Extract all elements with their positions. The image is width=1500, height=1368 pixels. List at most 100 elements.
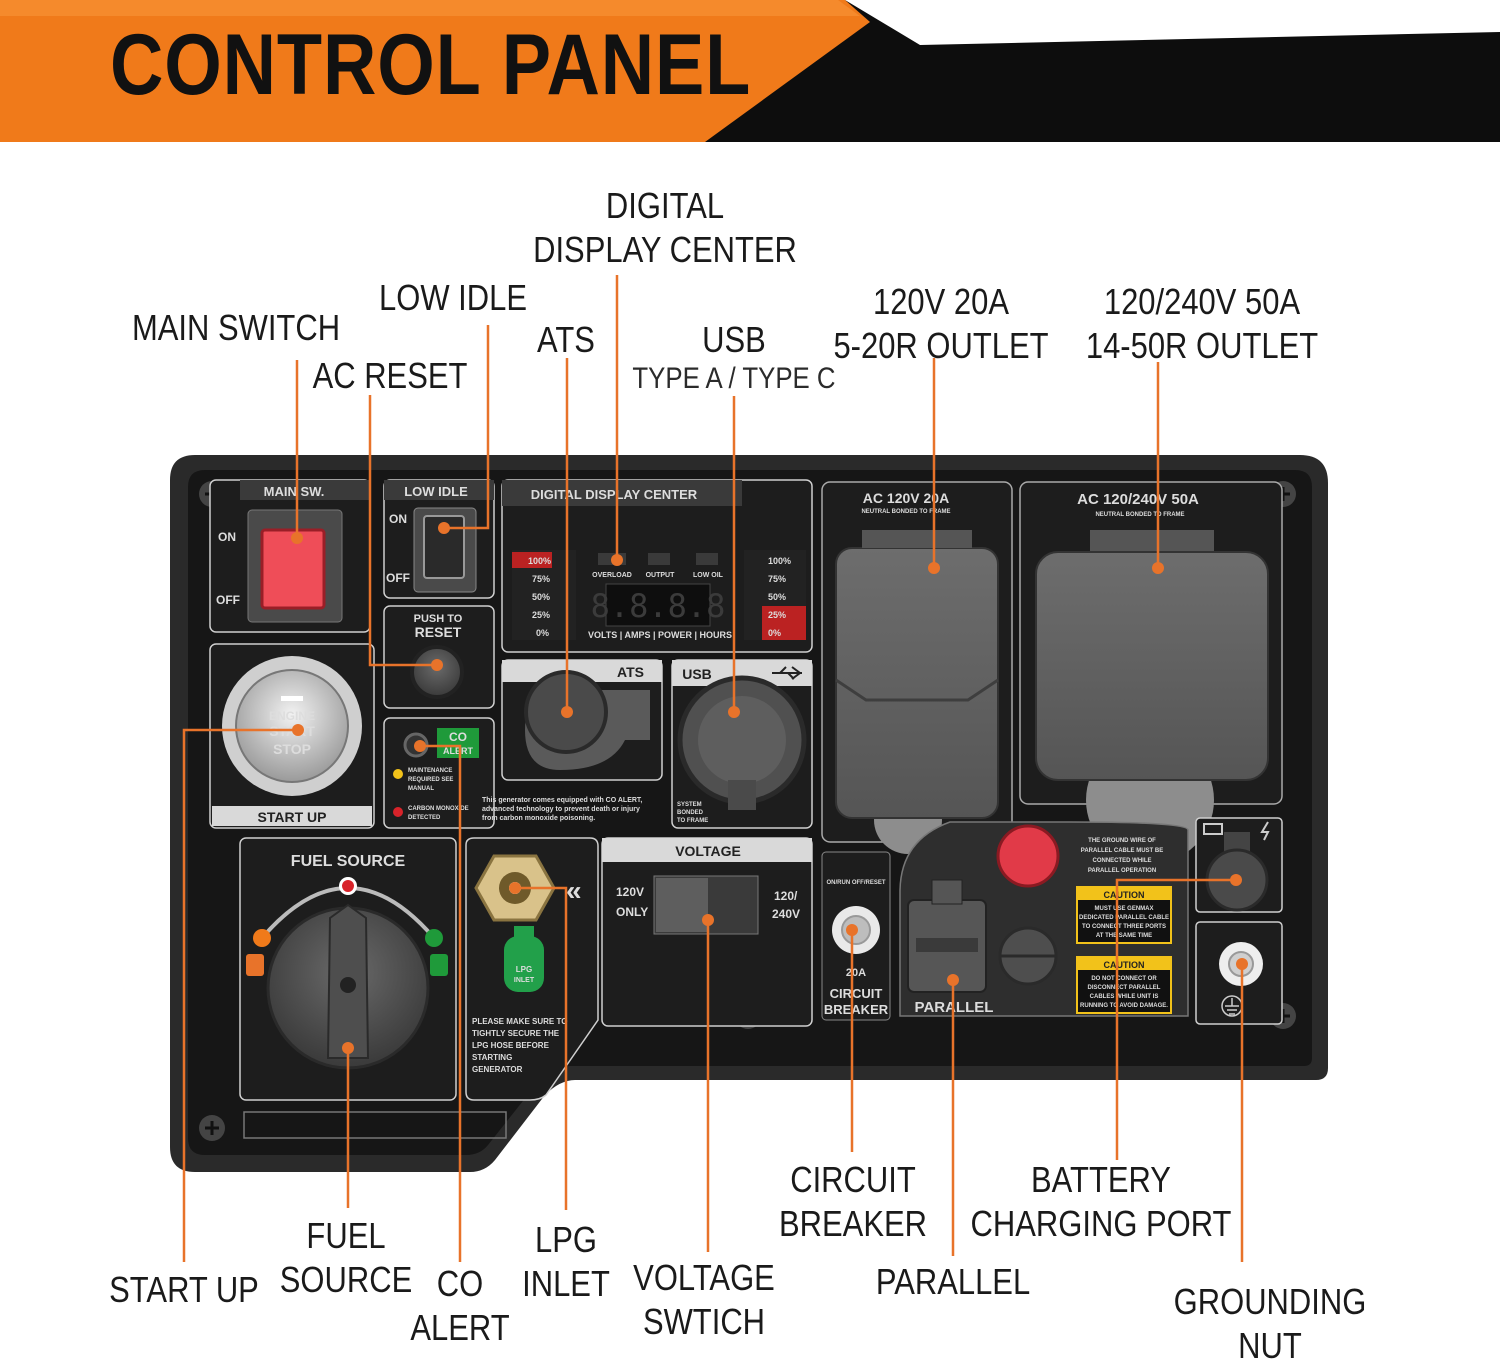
svg-text:MANUAL: MANUAL xyxy=(408,786,434,792)
callout-main-switch: MAIN SWITCH xyxy=(131,307,341,348)
voltage-label: VOLTAGE xyxy=(675,843,741,859)
callout-grounding-nut: GROUNDING NUT xyxy=(1173,1281,1367,1366)
fuel-source-label: FUEL SOURCE xyxy=(291,853,406,870)
digital-readout: 8.8.8.8 xyxy=(591,587,726,625)
callout-start-up: START UP xyxy=(109,1269,259,1310)
voltage-switch[interactable] xyxy=(656,878,708,932)
svg-text:NEUTRAL BONDED TO FRAME: NEUTRAL BONDED TO FRAME xyxy=(1095,512,1184,518)
svg-text:THE GROUND WIRE OF: THE GROUND WIRE OF xyxy=(1088,838,1156,844)
ac240-label: AC 120/240V 50A xyxy=(1077,491,1199,508)
engine-start-stop-button[interactable] xyxy=(235,669,349,783)
callout-ats: ATS xyxy=(537,319,595,360)
low-oil-indicator: LOW OIL xyxy=(693,572,724,579)
ac-reset-button[interactable] xyxy=(410,645,464,699)
caution-label-1: CAUTION xyxy=(1104,890,1145,900)
svg-text:MUST USE GENMAX: MUST USE GENMAX xyxy=(1094,906,1153,912)
callout-outlet-240v: 120/240V 50A 14-50R OUTLET xyxy=(1085,281,1319,366)
svg-text:NEUTRAL BONDED TO FRAME: NEUTRAL BONDED TO FRAME xyxy=(861,509,950,515)
svg-text:PLEASE MAKE SURE TO: PLEASE MAKE SURE TO xyxy=(472,1017,567,1026)
svg-text:ONLY: ONLY xyxy=(616,905,648,919)
svg-text:CARBON MONOXIDE: CARBON MONOXIDE xyxy=(408,806,469,812)
low-idle-label: LOW IDLE xyxy=(404,484,468,499)
start-up-label: START UP xyxy=(258,809,327,825)
svg-text:REQUIRED SEE: REQUIRED SEE xyxy=(408,777,453,783)
display-modes: VOLTS | AMPS | POWER | HOURS xyxy=(588,630,732,640)
callout-battery-charging-port: BATTERY CHARGING PORT xyxy=(970,1159,1232,1244)
usb-icon xyxy=(772,666,802,680)
svg-text:BREAKER: BREAKER xyxy=(824,1002,889,1017)
svg-text:TO FRAME: TO FRAME xyxy=(677,818,708,824)
svg-text:PARALLEL OPERATION: PARALLEL OPERATION xyxy=(1088,868,1156,874)
svg-text:SYSTEM: SYSTEM xyxy=(677,802,702,808)
svg-text:0%: 0% xyxy=(536,628,549,638)
svg-text:TO CONNECT THREE PORTS: TO CONNECT THREE PORTS xyxy=(1082,924,1166,930)
header-banner xyxy=(0,0,1500,142)
svg-text:ON/RUN OFF/RESET: ON/RUN OFF/RESET xyxy=(826,880,885,886)
stop-label: STOP xyxy=(273,741,311,757)
co-notice: This generator comes equipped with CO AL… xyxy=(482,797,642,804)
svg-text:DO NOT CONNECT OR: DO NOT CONNECT OR xyxy=(1091,976,1157,982)
alert-label: ALERT xyxy=(443,746,473,756)
svg-text:25%: 25% xyxy=(532,610,550,620)
outlet-120v-cover[interactable] xyxy=(835,547,999,819)
svg-text:75%: 75% xyxy=(532,574,550,584)
svg-text:DEDICATED PARALLEL CABLE: DEDICATED PARALLEL CABLE xyxy=(1079,915,1169,921)
usb-label: USB xyxy=(682,666,712,682)
callout-low-idle: LOW IDLE xyxy=(379,277,527,318)
svg-text:AT THE SAME TIME: AT THE SAME TIME xyxy=(1096,933,1152,939)
ac120-label: AC 120V 20A xyxy=(863,490,949,506)
engine-label: ENGINE xyxy=(269,709,315,723)
output-indicator: OUTPUT xyxy=(646,572,676,579)
callout-usb: USB TYPE A / TYPE C xyxy=(632,319,836,395)
on-label: ON xyxy=(218,530,236,544)
svg-text:120/: 120/ xyxy=(774,889,798,903)
svg-text:25%: 25% xyxy=(768,610,786,620)
push-to-label: PUSH TO xyxy=(414,613,463,625)
svg-text:0%: 0% xyxy=(768,628,781,638)
svg-text:LPG HOSE BEFORE: LPG HOSE BEFORE xyxy=(472,1041,550,1050)
main-sw-label: MAIN SW. xyxy=(264,484,325,499)
svg-text:RUNNING TO AVOID DAMAGE.: RUNNING TO AVOID DAMAGE. xyxy=(1080,1003,1168,1009)
svg-text:advanced technology to prevent: advanced technology to prevent death or … xyxy=(482,806,640,813)
callout-parallel: PARALLEL xyxy=(875,1261,1031,1302)
ground-notice: THE GROUND WIRE OF PARALLEL CABLE MUST B… xyxy=(1081,838,1163,874)
callout-circuit-breaker: CIRCUIT BREAKER xyxy=(779,1159,927,1244)
main-switch-rocker[interactable] xyxy=(260,528,326,610)
caution-label-2: CAUTION xyxy=(1104,960,1145,970)
co-label: CO xyxy=(449,730,467,744)
callout-dots xyxy=(291,522,1248,1054)
svg-text:TIGHTLY SECURE THE: TIGHTLY SECURE THE xyxy=(472,1029,560,1038)
svg-text:from carbon monoxide poisoning: from carbon monoxide poisoning. xyxy=(482,815,595,822)
right-level-gauge: 100% 75% 50% 25% 0% xyxy=(768,556,791,638)
callout-lines xyxy=(182,275,1244,1262)
svg-text:100%: 100% xyxy=(528,556,551,566)
svg-text:CONNECTED WHILE: CONNECTED WHILE xyxy=(1093,858,1152,864)
svg-text:GENERATOR: GENERATOR xyxy=(472,1065,523,1074)
svg-text:100%: 100% xyxy=(768,556,791,566)
svg-text:DETECTED: DETECTED xyxy=(408,815,441,821)
callout-outlet-120v: 120V 20A 5-20R OUTLET xyxy=(833,281,1049,366)
callout-digital-display-center: DIGITAL DISPLAY CENTER xyxy=(533,185,797,270)
svg-text:INLET: INLET xyxy=(514,977,535,984)
display-center-label: DIGITAL DISPLAY CENTER xyxy=(531,487,698,502)
low-idle-on-label: ON xyxy=(389,512,407,526)
callout-co-alert: CO ALERT xyxy=(410,1263,510,1348)
left-level-gauge: 100% 75% 50% 25% 0% xyxy=(528,556,551,638)
lpg-notice: PLEASE MAKE SURE TO TIGHTLY SECURE THE L… xyxy=(472,1017,567,1074)
svg-text:50%: 50% xyxy=(532,592,550,602)
svg-text:50%: 50% xyxy=(768,592,786,602)
svg-text:240V: 240V xyxy=(772,907,800,921)
outlet-240v-cover[interactable] xyxy=(1035,551,1269,781)
svg-text:DISCONNECT PARALLEL: DISCONNECT PARALLEL xyxy=(1088,985,1161,991)
callout-voltage-switch: VOLTAGE SWTICH xyxy=(633,1257,775,1342)
svg-text:STARTING: STARTING xyxy=(472,1053,512,1062)
svg-text:LPG: LPG xyxy=(516,965,532,974)
low-idle-rocker[interactable] xyxy=(423,515,465,579)
low-idle-off-label: OFF xyxy=(386,571,410,585)
svg-text:CABLES WHILE UNIT IS: CABLES WHILE UNIT IS xyxy=(1090,994,1159,1000)
svg-text:CIRCUIT: CIRCUIT xyxy=(830,986,883,1001)
overload-indicator: OVERLOAD xyxy=(592,572,632,579)
page-title: CONTROL PANEL xyxy=(110,17,752,113)
callout-ac-reset: AC RESET xyxy=(312,355,468,396)
